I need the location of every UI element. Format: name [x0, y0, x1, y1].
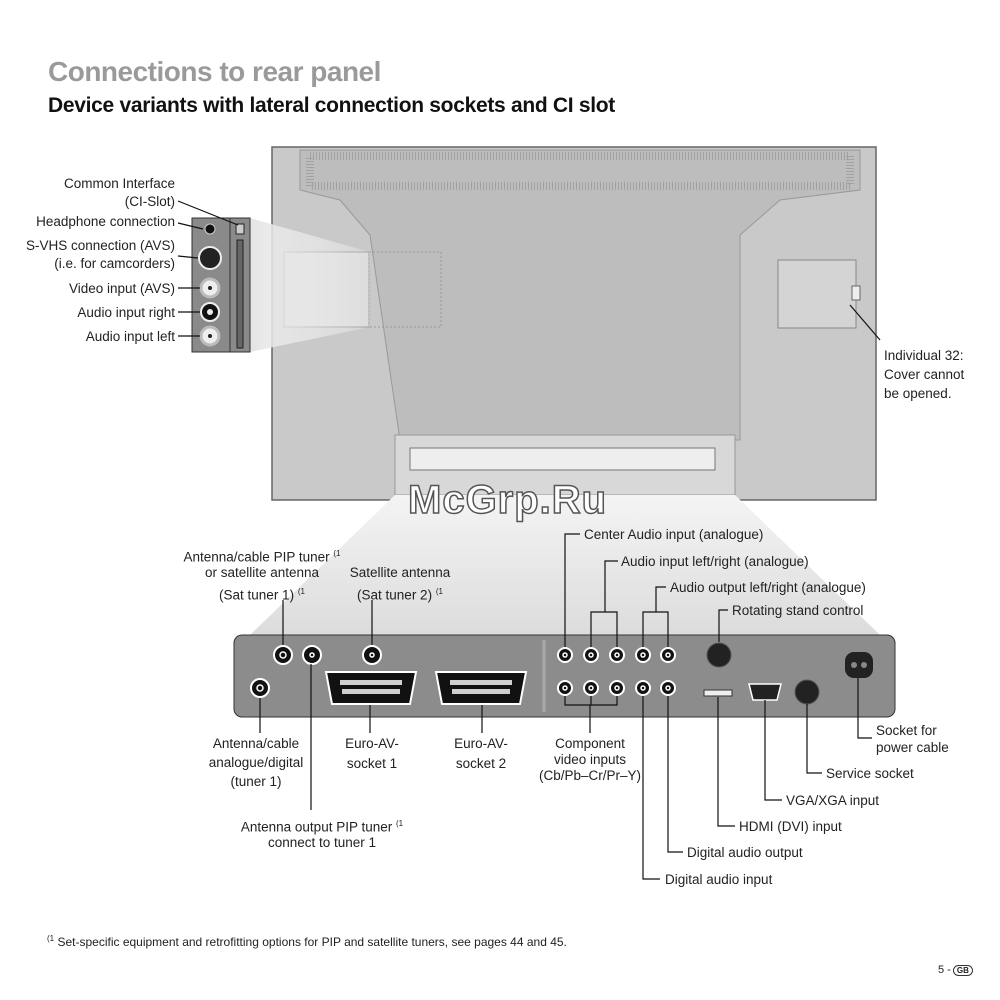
- label-ci-1: Common Interface: [63, 176, 175, 191]
- label-video: Video input (AVS): [68, 281, 175, 296]
- language-badge: GB: [952, 965, 973, 976]
- label-headphone: Headphone connection: [36, 214, 175, 229]
- side-connection-panel: [191, 217, 251, 353]
- label-center-audio: Center Audio input (analogue): [584, 527, 764, 542]
- label-sat2-1: Satellite antenna: [349, 565, 451, 580]
- cover-note-1: Individual 32:: [884, 348, 964, 363]
- label-ant1-3: (tuner 1): [230, 774, 282, 789]
- bottom-connection-panel: [233, 634, 896, 718]
- cover-note-2: Cover cannot: [884, 367, 965, 382]
- label-euro2-2: socket 2: [455, 756, 507, 771]
- label-service: Service socket: [826, 766, 914, 781]
- watermark: McGrp.Ru: [407, 477, 608, 523]
- label-pip-2: or satellite antenna: [204, 565, 320, 580]
- label-stand: Rotating stand control: [732, 603, 864, 618]
- label-pip-out-1: Antenna output PIP tuner (1: [240, 819, 404, 835]
- label-ant1-1: Antenna/cable: [212, 736, 300, 751]
- label-power-2: power cable: [876, 740, 949, 755]
- label-euro1-1: Euro-AV-: [345, 736, 399, 751]
- page-number: 5 -GB: [938, 964, 973, 976]
- label-audio-out-lr: Audio output left/right (analogue): [670, 580, 866, 595]
- label-svhs-1: S-VHS connection (AVS): [25, 238, 175, 253]
- label-component-3: (Cb/Pb–Cr/Pr–Y): [538, 768, 642, 783]
- page-title: Connections to rear panel: [48, 56, 381, 87]
- footnote: (1 Set-specific equipment and retrofitti…: [47, 934, 567, 949]
- label-power-1: Socket for: [876, 723, 937, 738]
- label-pip-out-2: connect to tuner 1: [267, 835, 377, 850]
- cover-note-3: be opened.: [884, 386, 952, 401]
- label-sat2-2: (Sat tuner 2) (1: [357, 587, 443, 603]
- label-euro1-2: socket 1: [346, 756, 398, 771]
- label-ant1-2: analogue/digital: [208, 755, 304, 770]
- label-audio-in-lr: Audio input left/right (analogue): [621, 554, 809, 569]
- label-euro2-1: Euro-AV-: [454, 736, 508, 751]
- label-vga: VGA/XGA input: [786, 793, 880, 808]
- label-ci-2: (CI-Slot): [124, 194, 175, 209]
- label-pip-3: (Sat tuner 1) (1: [219, 587, 305, 603]
- label-pip-1: Antenna/cable PIP tuner (1: [183, 549, 341, 565]
- label-component-2: video inputs: [553, 752, 627, 767]
- label-component-1: Component: [555, 736, 625, 751]
- label-svhs-2: (i.e. for camcorders): [54, 256, 175, 271]
- label-hdmi: HDMI (DVI) input: [739, 819, 842, 834]
- label-audio-r: Audio input right: [77, 305, 175, 320]
- page-subtitle: Device variants with lateral connection …: [48, 94, 615, 117]
- label-dig-out: Digital audio output: [687, 845, 803, 860]
- label-audio-l: Audio input left: [85, 329, 175, 344]
- leader-lines: [177, 200, 881, 880]
- label-dig-in: Digital audio input: [665, 872, 773, 887]
